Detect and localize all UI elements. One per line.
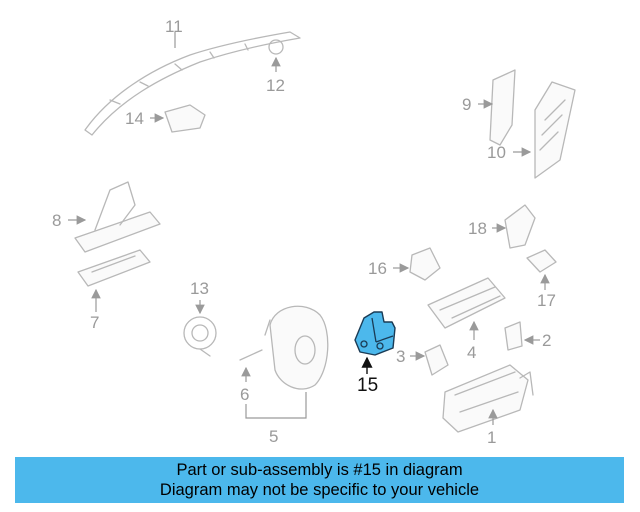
callout-18: 18 xyxy=(468,219,487,238)
curtain-airbag-part-11 xyxy=(84,31,301,136)
clip-part-2 xyxy=(504,321,540,351)
callout-1: 1 xyxy=(487,428,496,447)
callout-16: 16 xyxy=(368,259,387,278)
callout-9: 9 xyxy=(462,95,471,114)
callout-10: 10 xyxy=(487,143,506,162)
callout-6: 6 xyxy=(240,385,249,404)
bracket-part-3 xyxy=(410,344,449,376)
callout-2: 2 xyxy=(542,331,551,350)
sensor-part-16 xyxy=(393,247,441,281)
banner-line-1: Part or sub-assembly is #15 in diagram xyxy=(176,461,463,479)
sensor-module-part-14 xyxy=(150,104,206,133)
banner-line-2: Diagram may not be specific to your vehi… xyxy=(159,481,480,499)
clock-spring-part-13 xyxy=(183,300,217,357)
fastener-part-12 xyxy=(268,39,284,72)
callout-13: 13 xyxy=(190,279,209,298)
callout-15: 15 xyxy=(357,375,378,396)
callout-14: 14 xyxy=(125,109,144,128)
callout-11: 11 xyxy=(165,17,183,36)
callout-7: 7 xyxy=(90,313,99,332)
callout-17: 17 xyxy=(537,291,556,310)
callout-12: 12 xyxy=(266,76,285,95)
seat-track-part-7 xyxy=(77,249,151,312)
passenger-airbag-part-4 xyxy=(427,277,506,340)
knee-airbag-part-9 xyxy=(478,69,516,146)
callout-4: 4 xyxy=(467,343,476,362)
callout-3: 3 xyxy=(396,347,405,366)
callout-5: 5 xyxy=(269,427,278,446)
control-module-part-1 xyxy=(442,364,534,433)
seat-rail-part-8 xyxy=(68,181,161,253)
sensor-part-15-highlighted xyxy=(354,311,396,374)
side-airbag-part-10 xyxy=(513,81,576,179)
sensor-part-17 xyxy=(526,249,557,290)
callout-8: 8 xyxy=(52,211,61,230)
driver-airbag-part-6 xyxy=(239,305,329,419)
parts-diagram: 11 12 14 8 7 13 6 5 xyxy=(52,17,576,447)
bracket-part-18 xyxy=(492,204,536,249)
info-banner: Part or sub-assembly is #15 in diagram D… xyxy=(15,457,624,503)
